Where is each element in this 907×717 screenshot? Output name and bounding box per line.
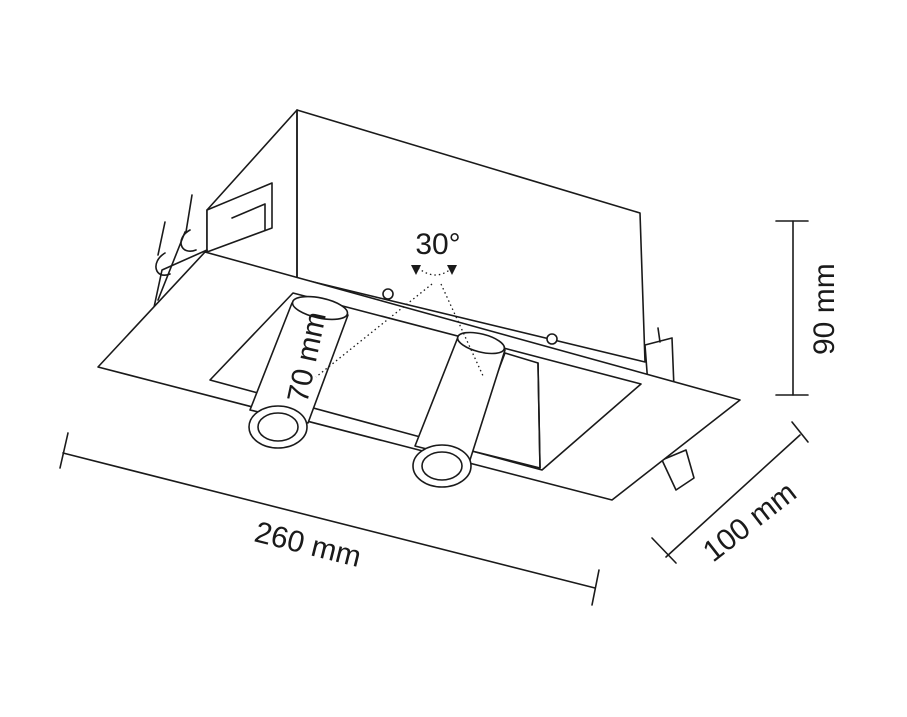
- tilt-arrow-right-icon: [447, 265, 457, 275]
- tilt-angle-label: 30°: [415, 228, 460, 261]
- right-spot-tube: [412, 331, 506, 488]
- tilt-indicator: 30°: [315, 228, 485, 379]
- height-dimension: 90 mm: [775, 220, 841, 396]
- height-label: 90 mm: [808, 263, 841, 355]
- tilt-arrow-left-icon: [411, 265, 421, 275]
- depth-label: 100 mm: [697, 476, 803, 569]
- left-spot-tube: [248, 295, 349, 449]
